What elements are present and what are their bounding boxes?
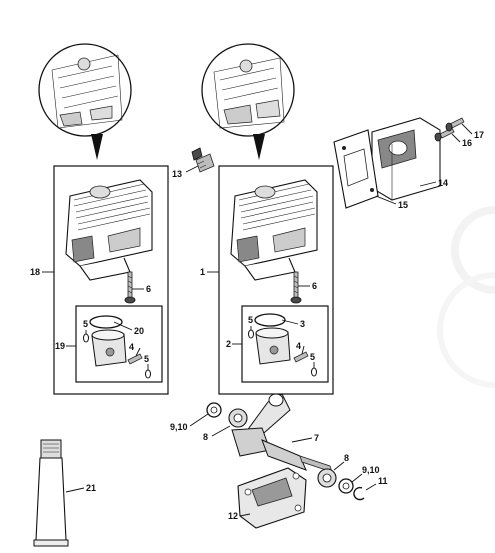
screw-6-left [124, 271, 136, 304]
callout-20: 20 [134, 326, 144, 336]
cylinder-left [65, 179, 153, 281]
callout-17: 17 [474, 130, 484, 140]
seal-9-10-right [338, 478, 354, 494]
cylinder-assembly-box-left [53, 165, 169, 395]
grease-tube-21 [33, 439, 69, 547]
piston-right [255, 327, 291, 365]
leader-lines [42, 123, 473, 517]
callout-5-right-top: 5 [248, 315, 253, 325]
callout-3: 3 [300, 319, 305, 329]
callout-2: 2 [226, 339, 231, 349]
bearing-8-left [228, 408, 248, 428]
callout-11: 11 [378, 476, 388, 486]
screw-17 [445, 117, 465, 132]
gasket-15 [333, 129, 379, 209]
callout-13: 13 [172, 169, 182, 179]
decompression-valve-13 [191, 147, 215, 173]
connecting-rod-crankshaft-7 [231, 393, 333, 473]
circlip-11 [353, 486, 365, 501]
callout-15: 15 [398, 200, 408, 210]
callout-14: 14 [438, 178, 448, 188]
callout-5-right-bottom: 5 [310, 352, 315, 362]
callout-6-right: 6 [312, 281, 317, 291]
detail-magnifier-left [38, 43, 132, 160]
callout-5-left-top: 5 [83, 319, 88, 329]
muffler-14 [371, 117, 441, 201]
callout-18: 18 [30, 267, 40, 277]
watermark [437, 206, 495, 388]
callout-8-right: 8 [344, 453, 349, 463]
detail-magnifier-right [201, 43, 295, 160]
callout-1: 1 [200, 267, 205, 277]
callout-7: 7 [314, 433, 319, 443]
cylinder-right [230, 179, 318, 281]
seal-9-10-left [206, 402, 222, 418]
callout-4-left: 4 [129, 342, 134, 352]
crankcase-12 [237, 467, 307, 529]
callout-19: 19 [55, 341, 65, 351]
piston-ring-3-right [254, 313, 286, 327]
callout-8-left: 8 [203, 432, 208, 442]
callout-16: 16 [462, 138, 472, 148]
callout-5-left-bottom: 5 [144, 354, 149, 364]
piston-left [91, 329, 127, 367]
callout-labels: 18 6 20 5 19 4 5 1 6 3 5 2 4 5 13 14 15 … [30, 130, 484, 521]
callout-9-10-left: 9,10 [170, 422, 188, 432]
callout-9-10-right: 9,10 [362, 465, 380, 475]
callout-21: 21 [86, 483, 96, 493]
callout-6-left: 6 [146, 284, 151, 294]
cylinder-assembly-box-right [218, 165, 334, 395]
callout-12: 12 [228, 511, 238, 521]
screw-6-right [290, 271, 302, 304]
bearing-8-right [317, 468, 337, 488]
piston-ring-20-left [89, 315, 123, 329]
callout-4-right: 4 [296, 341, 301, 351]
